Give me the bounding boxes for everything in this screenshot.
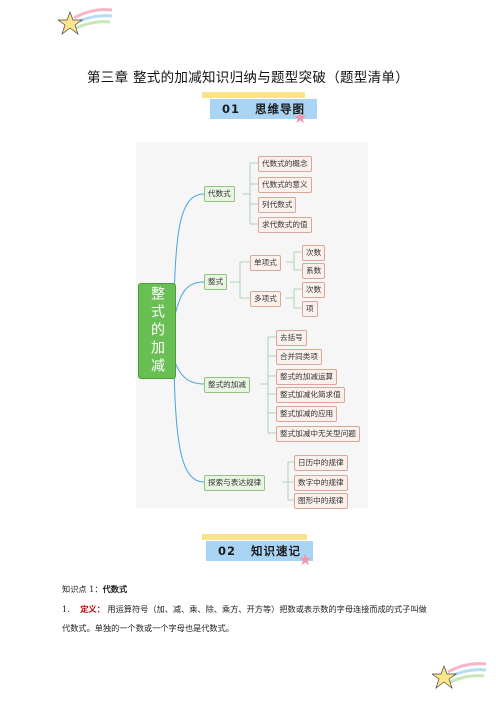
shooting-star-icon [58,8,113,35]
mindmap-root: 整式的加减 [138,283,176,379]
leaf-node: 整式加减的应用 [276,406,338,422]
pink-star-icon: ★ [298,550,313,569]
page-title: 第三章 整式的加减知识归纳与题型突破（题型清单） [87,70,409,86]
leaf-node: 次数 [302,282,326,298]
definition-line-1: 1. 定义： 用运算符号（加、减、乘、除、乘方、开方等）把数或表示数的字母连接而… [62,603,442,615]
leaf-node: 图形中的规律 [294,493,348,509]
leaf-node: 系数 [302,263,326,279]
leaf-node: 单项式 [250,255,281,271]
leaf-node: 代数式的概念 [258,156,312,172]
section-banner-knowledge: 02 知识速记 [202,534,314,562]
kp-prefix: 知识点 1： [62,584,103,594]
definition-text: 代数式。单独的一个数或一个字母也是代数式。 [62,623,234,633]
leaf-node: 整式加减化简求值 [276,387,345,403]
leaf-node: 整式的加减运算 [276,369,338,385]
leaf-node: 代数式的意义 [258,177,312,193]
leaf-node: 列代数式 [258,197,297,213]
branch-addition-subtraction: 整式的加减 [204,377,250,393]
section-banner-mindmap: 01 思维导图 [202,92,318,120]
leaf-node: 求代数式的值 [258,217,312,233]
kp-title: 代数式 [102,584,128,594]
branch-polynomial: 整式 [204,274,228,290]
leaf-node: 去括号 [276,330,307,346]
knowledge-point-heading: 知识点 1：代数式 [62,583,127,595]
section-label: 知识速记 [251,544,302,558]
leaf-node: 日历中的规律 [294,455,348,471]
branch-patterns: 探索与表达规律 [204,475,266,491]
pink-star-icon: ★ [293,108,308,127]
definition-term: 定义： [80,604,105,614]
section-number: 02 [218,544,237,558]
leaf-node: 合并同类项 [276,349,322,365]
leaf-node: 数字中的规律 [294,475,348,491]
definition-line-2: 代数式。单独的一个数或一个字母也是代数式。 [62,622,234,634]
leaf-node: 整式加减中无关型问题 [276,426,360,442]
definition-text: 用运算符号（加、减、乘、除、乘方、开方等）把数或表示数的字母连接而成的式子叫做 [107,604,427,614]
branch-algebraic-expression: 代数式 [204,186,235,202]
item-number: 1. [62,604,70,614]
section-label: 思维导图 [255,102,306,116]
leaf-node: 次数 [302,245,326,261]
leaf-node: 多项式 [250,291,281,307]
section-number: 01 [222,102,241,116]
leaf-node: 项 [302,301,318,317]
shooting-star-icon [432,662,487,689]
